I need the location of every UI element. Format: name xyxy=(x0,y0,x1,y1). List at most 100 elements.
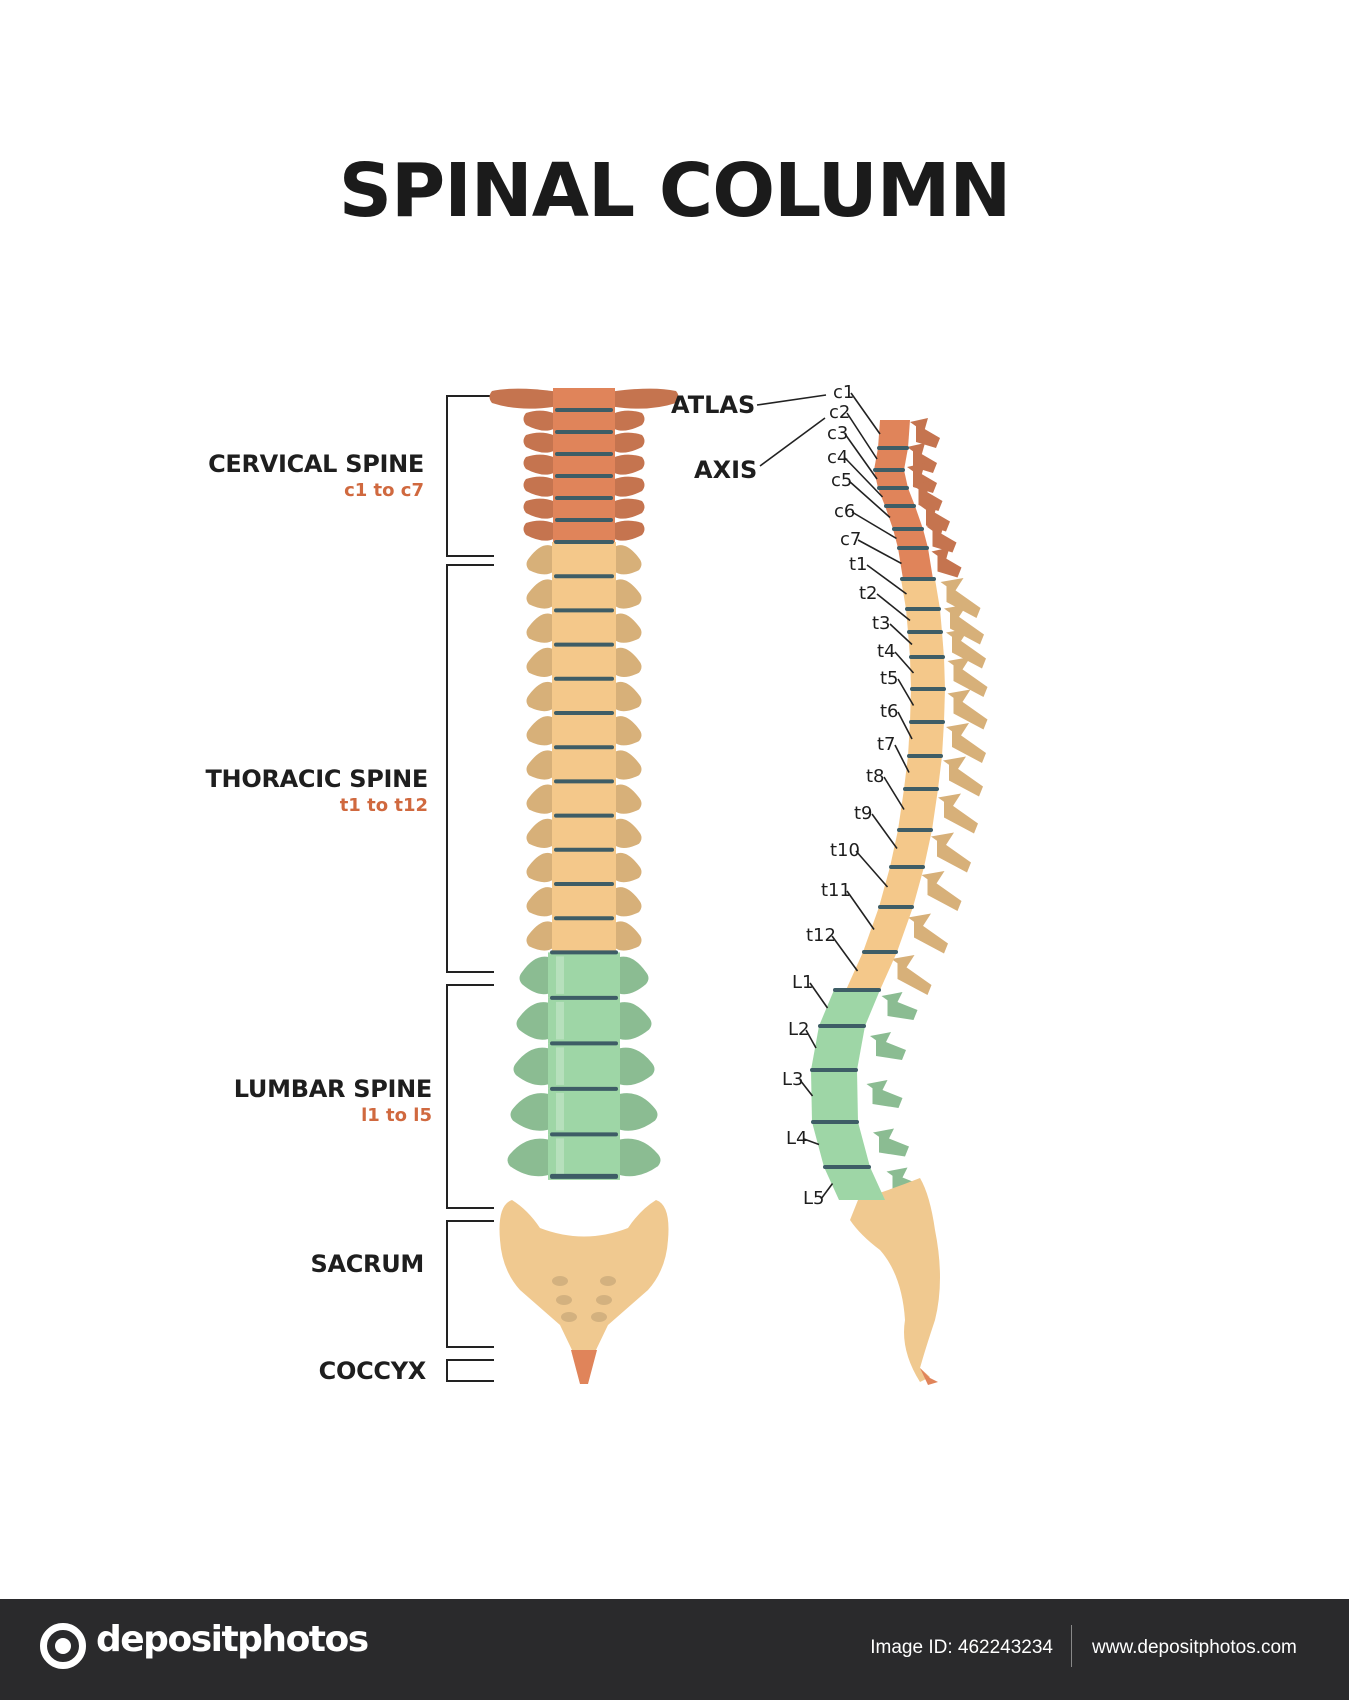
transverse-process-c2-r xyxy=(614,410,645,431)
spine-illustration xyxy=(446,388,988,1385)
page-title: SPINAL COLUMN xyxy=(338,148,1012,234)
vertebral-body-t8 xyxy=(552,781,616,816)
leader-c2 xyxy=(846,412,878,460)
transverse-process-t8-r xyxy=(614,784,642,814)
side-body-t9 xyxy=(890,830,932,867)
footer-bar: depositphotos Image ID: 462243234 www.de… xyxy=(0,1599,1349,1700)
leader-L2 xyxy=(805,1029,817,1049)
bracket-thoracic xyxy=(446,564,494,973)
side-body-t11 xyxy=(863,907,913,952)
vertebral-body-t1 xyxy=(552,542,616,577)
transverse-process-t5-l xyxy=(526,681,554,712)
transverse-process-t9-r xyxy=(614,818,642,849)
intervertebral-disc xyxy=(554,540,614,544)
vertebra-label-t5: t5 xyxy=(880,668,899,689)
transverse-process-c4-l xyxy=(523,454,554,475)
leader-t5 xyxy=(897,678,915,706)
leader-lines xyxy=(756,392,915,1200)
transverse-process-t5-r xyxy=(614,681,642,712)
bracket-sacrum xyxy=(446,1220,494,1348)
articular-process xyxy=(912,481,931,495)
vertebral-body-L2 xyxy=(548,997,620,1044)
vertebral-body-t6 xyxy=(552,713,616,748)
side-body-t4 xyxy=(910,657,945,689)
articular-process xyxy=(946,723,969,737)
vertebra-label-c6: c6 xyxy=(834,501,856,522)
vertebra-label-c7: c7 xyxy=(840,529,862,550)
transverse-process-c1-l xyxy=(489,388,554,409)
bracket-lumbar xyxy=(446,984,494,1209)
vertebral-body-c1 xyxy=(553,388,615,410)
spinous-process-t4 xyxy=(953,663,988,697)
leader-t2 xyxy=(876,593,911,622)
leader-t10 xyxy=(855,850,889,888)
intervertebral-disc xyxy=(550,1132,618,1137)
articular-process xyxy=(891,955,915,969)
vertebral-body-L1 xyxy=(548,952,620,998)
intervertebral-disc xyxy=(554,642,614,647)
articular-process xyxy=(886,1167,908,1182)
side-body-L1 xyxy=(819,990,880,1026)
side-sacrum xyxy=(850,1178,940,1382)
intervertebral-disc xyxy=(550,1041,618,1046)
transverse-process-c6-l xyxy=(523,498,554,519)
cervical-name: CERVICAL SPINE xyxy=(208,450,424,478)
side-body-t8 xyxy=(898,789,938,830)
front-sacrum xyxy=(499,1200,669,1358)
vertebra-label-c4: c4 xyxy=(827,447,849,468)
articular-process xyxy=(870,1032,891,1046)
spinous-process-t9 xyxy=(937,838,971,873)
side-body-c2 xyxy=(874,448,908,470)
transverse-process-t9-l xyxy=(526,818,554,849)
leader-t12 xyxy=(831,935,859,972)
cervical-label: CERVICAL SPINE c1 to c7 xyxy=(208,450,424,501)
transverse-process-t8-l xyxy=(526,784,554,814)
vertebra-label-c3: c3 xyxy=(827,423,849,444)
footer-divider xyxy=(1071,1625,1072,1667)
articular-process xyxy=(947,657,971,671)
image-id: Image ID: 462243234 xyxy=(870,1637,1053,1658)
atlas-leader xyxy=(756,394,827,406)
transverse-process-t12-l xyxy=(526,921,554,951)
vertebra-label-c5: c5 xyxy=(831,470,853,491)
vertebral-body-t4 xyxy=(552,644,616,679)
articular-process xyxy=(866,1080,888,1094)
side-body-t10 xyxy=(879,867,924,907)
intervertebral-disc xyxy=(554,574,614,579)
front-view-spine xyxy=(489,388,679,1384)
side-body-c5 xyxy=(885,506,923,529)
side-body-L4 xyxy=(812,1122,870,1167)
intervertebral-disc xyxy=(550,995,618,1000)
website-link[interactable]: www.depositphotos.com xyxy=(1092,1637,1297,1658)
transverse-process-t6-l xyxy=(526,716,554,746)
articular-process xyxy=(921,871,945,885)
intervertebral-disc xyxy=(554,745,614,750)
vertebral-body-L3 xyxy=(548,1043,620,1089)
vertebral-body-t10 xyxy=(552,849,616,884)
brand-logo-text: depositphotos xyxy=(96,1619,369,1660)
transverse-process-L4-l xyxy=(510,1093,554,1131)
sacrum-name: SACRUM xyxy=(310,1250,424,1278)
leader-t1 xyxy=(866,564,907,595)
articular-process xyxy=(910,418,928,432)
vertebral-body-t9 xyxy=(552,815,616,850)
transverse-process-L2-l xyxy=(516,1002,554,1040)
vertebra-label-L1: L1 xyxy=(792,972,814,993)
coccyx-label: COCCYX xyxy=(319,1357,427,1385)
transverse-process-t3-l xyxy=(526,613,554,643)
vertebral-body-t3 xyxy=(552,610,616,645)
sacral-foramen xyxy=(556,1295,572,1305)
body-highlight xyxy=(556,1047,564,1085)
vertebra-label-t2: t2 xyxy=(859,583,878,604)
sacral-foramen xyxy=(561,1312,577,1322)
articular-process xyxy=(938,793,961,808)
articular-process xyxy=(907,443,925,457)
sacral-foramen xyxy=(596,1295,612,1305)
leader-L3 xyxy=(799,1079,814,1097)
articular-process xyxy=(931,547,950,562)
leader-t11 xyxy=(846,890,875,930)
transverse-process-c3-l xyxy=(523,432,554,453)
side-body-t12 xyxy=(846,952,897,990)
vertebra-label-L4: L4 xyxy=(786,1128,808,1149)
